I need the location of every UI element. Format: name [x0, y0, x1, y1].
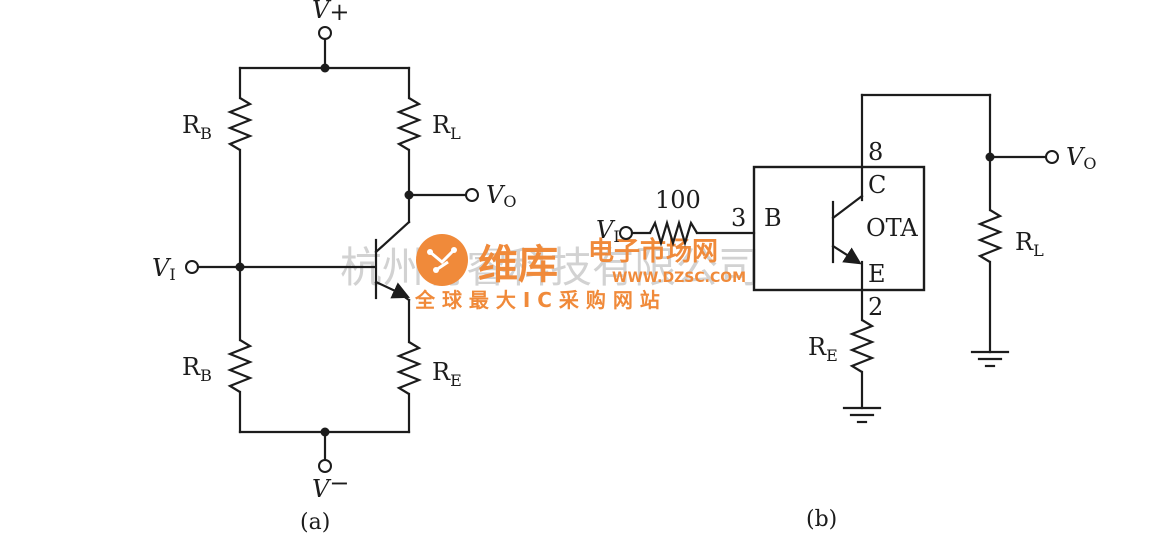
vminus-label: V− — [312, 469, 349, 503]
watermark-company: 杭州将睿科技有限公司 — [340, 243, 760, 292]
pin-8-label: 8 — [868, 138, 883, 166]
rl-label: RL — [432, 111, 461, 143]
vi-label: VI — [152, 254, 176, 284]
terminal-e-label: E — [868, 260, 886, 288]
re-b-resistor — [849, 319, 875, 373]
ground-icon — [842, 406, 882, 424]
vi-b-terminal — [619, 226, 633, 240]
resistor-100-label: 100 — [655, 186, 701, 214]
watermark-brand: 维库 — [478, 242, 558, 288]
terminal-c-label: C — [868, 171, 886, 199]
rb-top-resistor — [227, 97, 253, 151]
junction-dot — [320, 63, 330, 73]
pin-2-label: 2 — [868, 293, 883, 321]
caption-b: (b) — [806, 507, 837, 532]
vplus-label: V+ — [312, 0, 349, 26]
vo-label: VO — [486, 181, 516, 211]
ground-icon — [970, 350, 1010, 368]
vo-b-terminal — [1045, 150, 1059, 164]
watermark-url: WWW.DZSC.COM — [612, 270, 746, 286]
re-b-label: RE — [808, 333, 838, 365]
watermark-logo-icon — [416, 234, 468, 286]
vminus-terminal — [318, 459, 332, 473]
re-resistor — [396, 341, 422, 395]
ota-label: OTA — [866, 214, 918, 242]
rl-resistor — [396, 97, 422, 151]
terminal-b-label: B — [764, 204, 782, 232]
vo-b-label: VO — [1066, 143, 1096, 173]
rb-bottom-resistor — [227, 339, 253, 393]
vo-terminal — [465, 188, 479, 202]
rl-b-resistor — [977, 209, 1003, 263]
npn-transistor-icon — [374, 220, 411, 302]
vplus-terminal — [318, 26, 332, 40]
rb-bottom-label: RB — [182, 353, 212, 385]
watermark: 杭州将睿科技有限公司 维库 电子市场网 WWW.DZSC.COM 全 球 最 大… — [340, 234, 760, 312]
pin-3-label: 3 — [731, 204, 746, 232]
vi-terminal — [185, 260, 199, 274]
watermark-brand-suffix: 电子市场网 — [588, 236, 718, 267]
watermark-slogan: 全 球 最 大 I C 采 购 网 站 — [414, 288, 660, 312]
rb-top-label: RB — [182, 111, 212, 143]
rl-b-label: RL — [1015, 228, 1044, 260]
circuit-b: VI 100 3 B 8 C OTA E 2 RE RL VO (b) — [596, 93, 1096, 532]
ota-transistor-icon — [831, 194, 864, 265]
ota-block — [752, 165, 926, 292]
caption-a: (a) — [300, 510, 330, 535]
vi-b-label: VI — [596, 216, 620, 246]
circuit-a: V+ V− VI VO RB RB RL RE (a) — [152, 0, 516, 535]
series-resistor-100 — [649, 219, 698, 247]
re-label: RE — [432, 358, 462, 390]
